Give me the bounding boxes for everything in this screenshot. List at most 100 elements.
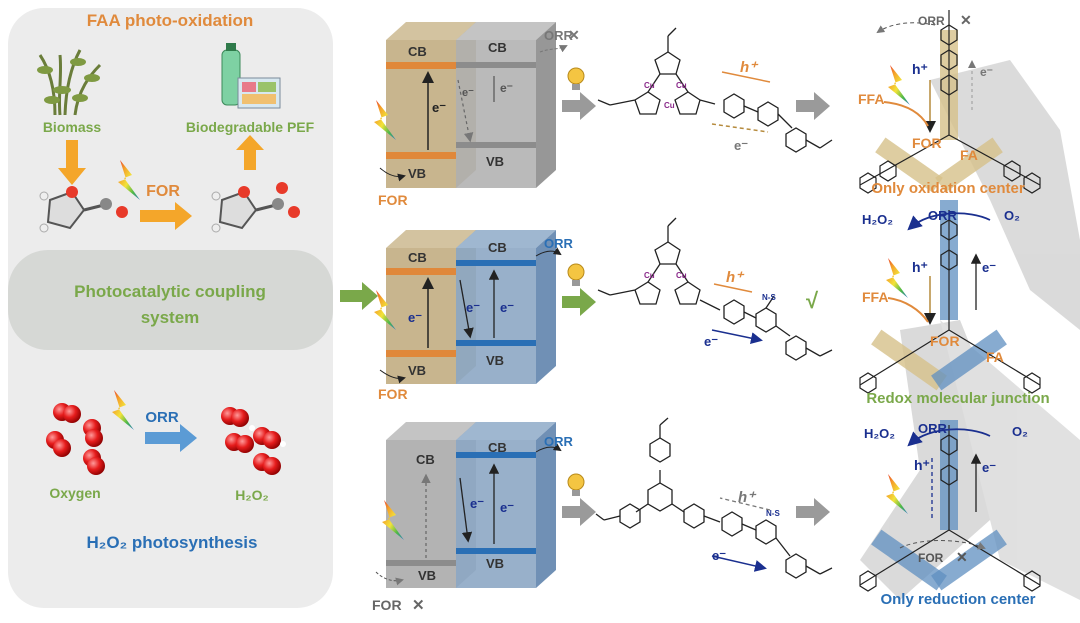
band-diagram-top: CB CB VB VB e⁻ e⁻ e⁻ ORR ✕ FOR (374, 22, 580, 208)
bulb-icon-mid (567, 263, 585, 286)
bulb-icon-bottom (567, 473, 585, 496)
bulb-icons (567, 67, 585, 496)
molecule-top (597, 27, 833, 153)
hole-label-bottom: h⁺ (738, 489, 757, 506)
orr-label-right-bottom: ORR (918, 421, 948, 436)
molecule-mid (597, 217, 833, 361)
btd-label-mid: N-S (762, 293, 776, 302)
vb-label-mid-left: VB (408, 363, 426, 378)
for-label-right-bottom: FOR (918, 551, 944, 565)
cb-label-mid-right: CB (488, 240, 507, 255)
hole-arrow-top (721, 71, 771, 83)
ffa-arrow-mid (887, 297, 929, 323)
for-label-right-mid: FOR (930, 333, 960, 349)
orr-light-bolt-icon (112, 390, 134, 430)
vb-label-bottom-right: VB (486, 556, 504, 571)
hole-label-right-bottom: h⁺ (914, 457, 930, 473)
coupling-title-line2: system (141, 308, 200, 327)
arrow-top-a (562, 92, 596, 120)
ffa-label-top: FFA (858, 91, 884, 107)
biomass-down-arrow (58, 140, 86, 185)
vb-label-top-left: VB (408, 166, 426, 181)
biomass-label: Biomass (43, 119, 102, 135)
biomass-icon (37, 49, 102, 116)
vb-label-top-right: VB (486, 154, 504, 169)
cu-label-top-1: Cu (644, 81, 655, 90)
electron-arrow-bottom (711, 555, 767, 572)
orr-label-top: ORR (544, 28, 574, 43)
orr-blocked-right-top: ✕ (960, 12, 972, 28)
hole-label-top: h⁺ (740, 59, 759, 76)
o2-label-right-mid: O₂ (1004, 208, 1020, 223)
cu-label-mid-1: Cu (644, 271, 655, 280)
pef-products-icon (221, 43, 281, 109)
cb-label-top-left: CB (408, 44, 427, 59)
for-label-bottom: FOR (372, 597, 402, 613)
electron-label-bottom-2: e⁻ (500, 500, 514, 515)
fa-molecule-icon (211, 182, 300, 233)
electron-label-right-bottom: e⁻ (982, 460, 996, 475)
orr-arrow (145, 424, 197, 452)
ffa-molecule-icon (39, 186, 128, 233)
bulb-icon-top (567, 67, 585, 90)
vb-label-mid-right: VB (486, 353, 504, 368)
h2o2-label: H₂O₂ (235, 487, 268, 503)
orr-label-mid: ORR (544, 236, 574, 251)
caption-mid: Redox molecular junction (866, 390, 1049, 407)
electron-label-mid: e⁻ (408, 310, 422, 325)
for-arc-bottom (899, 540, 986, 550)
arrow-mid-a (562, 288, 596, 316)
coupling-band (8, 250, 333, 350)
light-bolt-icon (118, 160, 140, 200)
h2o2-photosynthesis-title: H₂O₂ photosynthesis (87, 533, 258, 552)
pef-label: Biodegradable PEF (186, 119, 315, 135)
electron-label-right-top: e⁻ (980, 65, 993, 79)
light-bolt-bottom (382, 500, 404, 540)
electron-label-top-right: e⁻ (500, 81, 513, 95)
hole-label-right-mid: h⁺ (912, 259, 928, 275)
electron-label-mol-mid: e⁻ (704, 334, 718, 349)
light-bolt-right-bottom (886, 474, 908, 514)
cb-label-top-right: CB (488, 40, 507, 55)
electron-arrow-top (711, 123, 769, 133)
left-panel: FAA photo-oxidation Biomass Biodegradabl… (8, 8, 333, 608)
molecule-bottom (595, 417, 833, 579)
for-label-right-top: FOR (912, 135, 942, 151)
cu-label-top-2: Cu (676, 81, 687, 90)
cb-label-mid-left: CB (408, 250, 427, 265)
btd-label-bottom: N-S (766, 509, 780, 518)
check-mark: √ (806, 288, 819, 313)
caption-bottom: Only reduction center (880, 591, 1035, 608)
h2o2-label-right-mid: H₂O₂ (862, 212, 893, 227)
oxygen-molecules-icon (46, 403, 105, 475)
orr-label: ORR (145, 409, 179, 426)
cu-label-top-3: Cu (664, 101, 675, 110)
hole-arrow-mid (713, 283, 753, 293)
for-label-mid: FOR (378, 386, 408, 402)
for-label: FOR (146, 183, 180, 200)
cb-label-bottom-right: CB (488, 440, 507, 455)
for-blocked-bottom: ✕ (412, 597, 425, 614)
for-arrow (140, 202, 192, 230)
vb-label-bottom-left: VB (418, 568, 436, 583)
orr-arc-bottom (907, 428, 991, 447)
background-watermark (860, 60, 1080, 600)
light-bolt-right-mid (886, 258, 908, 298)
arrow-bottom-b (796, 498, 830, 526)
light-bolt-right-top (888, 65, 910, 105)
caption-top: Only oxidation center (871, 180, 1025, 197)
for-blocked-right-bottom: ✕ (956, 549, 968, 565)
hole-label-right-top: h⁺ (912, 61, 928, 77)
pef-up-arrow (236, 135, 264, 170)
oxygen-label: Oxygen (49, 485, 100, 501)
band-diagram-middle: CB CB VB VB e⁻ e⁻ e⁻ ORR FOR (374, 230, 574, 402)
h2o2-molecules-icon (221, 407, 286, 475)
orr-arc-mid (907, 212, 991, 231)
orr-label-bottom: ORR (544, 434, 574, 449)
ffa-arrow-top (883, 101, 929, 127)
electron-label-right-mid: e⁻ (982, 260, 996, 275)
framework-bottom (859, 420, 1041, 592)
electron-label-top-mid: e⁻ (462, 87, 474, 99)
